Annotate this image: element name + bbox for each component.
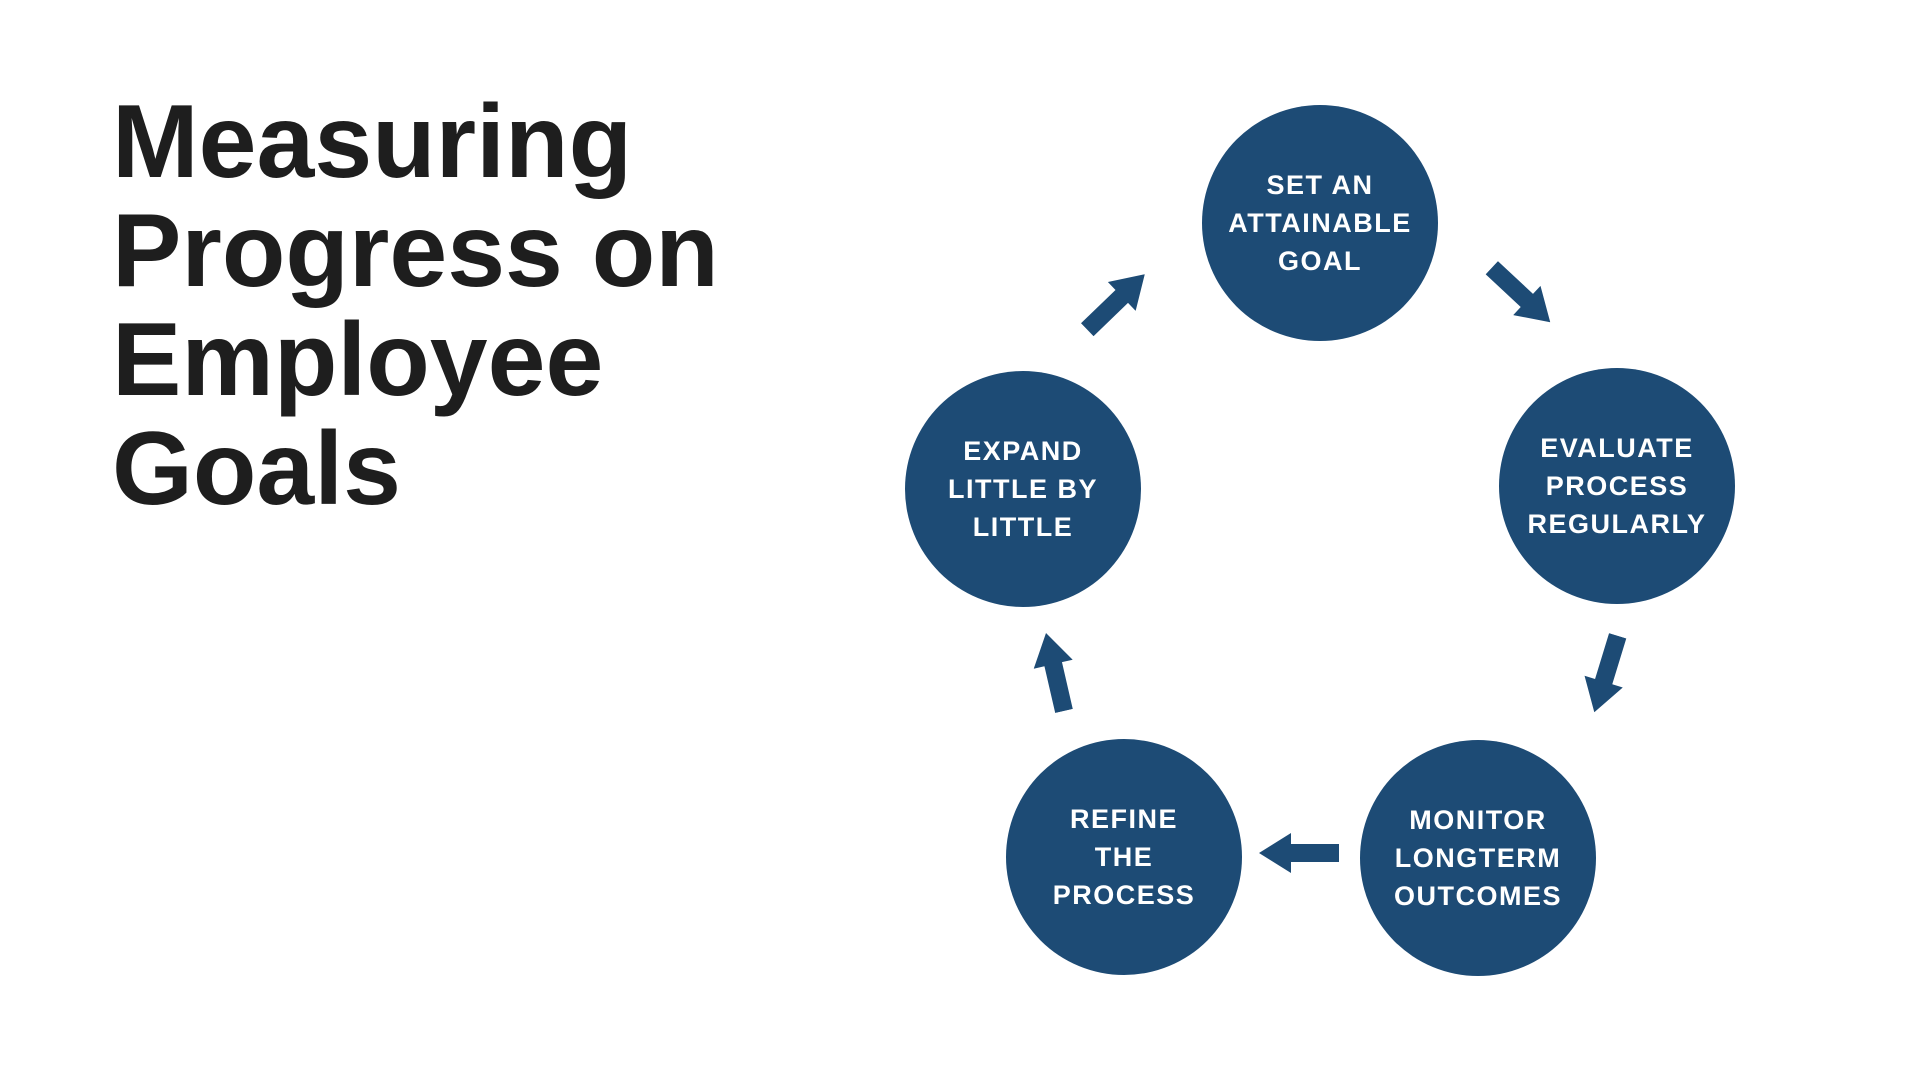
cycle-step-set-attainable-goal: SET AN ATTAINABLE GOAL xyxy=(1202,105,1438,341)
slide-title: Measuring Progress on Employee Goals xyxy=(112,88,872,524)
cycle-step-label: EVALUATE PROCESS REGULARLY xyxy=(1527,433,1707,539)
cycle-step-evaluate-process-regularly: EVALUATE PROCESS REGULARLY xyxy=(1499,368,1735,604)
cycle-step-monitor-longterm-outcomes: MONITOR LONGTERM OUTCOMES xyxy=(1360,740,1596,976)
slide-title-line-1: Measuring xyxy=(112,84,633,200)
cycle-step-label: SET AN ATTAINABLE GOAL xyxy=(1228,170,1412,276)
slide-title-line-3: Employee Goals xyxy=(112,302,604,527)
arrow-monitor-to-refine-icon xyxy=(1259,833,1339,873)
cycle-step-refine-the-process: REFINE THE PROCESS xyxy=(1006,739,1242,975)
slide-title-line-2: Progress on xyxy=(112,193,719,309)
cycle-step-label: EXPAND LITTLE BY LITTLE xyxy=(948,436,1098,542)
cycle-step-label: MONITOR LONGTERM OUTCOMES xyxy=(1393,805,1562,911)
arrow-expand-to-set-icon xyxy=(1073,260,1158,344)
arrow-refine-to-expand-icon xyxy=(1027,629,1084,716)
cycle-step-expand-little-by-little: EXPAND LITTLE BY LITTLE xyxy=(905,371,1141,607)
cycle-step-label: REFINE THE PROCESS xyxy=(1052,804,1196,910)
arrow-evaluate-to-monitor-icon xyxy=(1575,630,1637,718)
arrow-set-to-evaluate-icon xyxy=(1478,253,1564,337)
